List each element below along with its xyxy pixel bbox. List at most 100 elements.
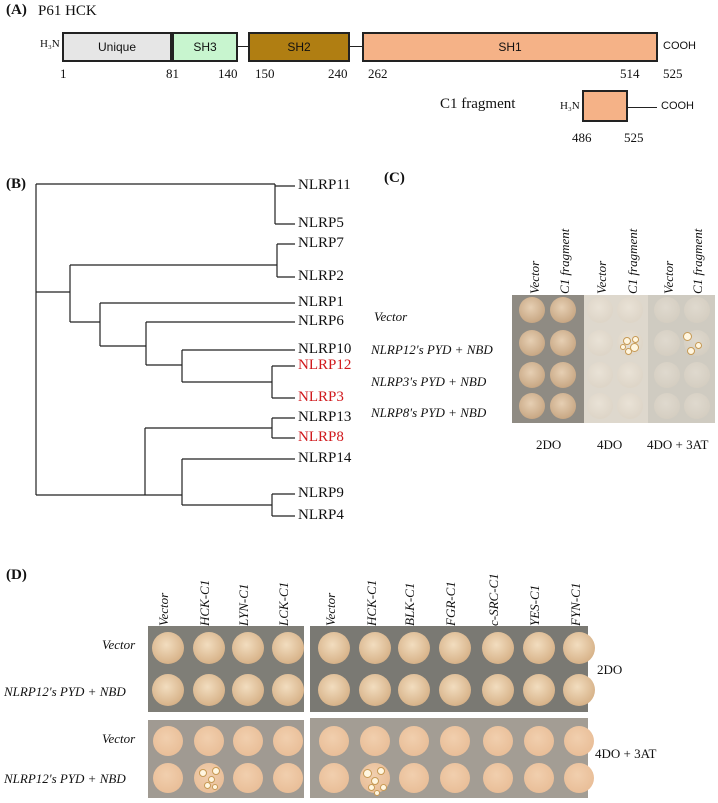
leaf-nlrp10: NLRP10	[298, 341, 352, 357]
yeast-spot	[519, 297, 545, 323]
fragment-nterm: H₃N	[560, 100, 580, 112]
yeast-spot	[617, 393, 643, 419]
yeast-spot	[398, 632, 430, 664]
yeast-spot	[519, 362, 545, 388]
yeast-spot	[617, 362, 643, 388]
panel-d-letter: (D)	[6, 567, 27, 583]
d-row-top-nlrp12: NLRP12's PYD + NBD	[4, 684, 126, 699]
leaf-nlrp6: NLRP6	[298, 313, 344, 329]
yeast-colony	[362, 768, 372, 778]
yeast-spot	[152, 632, 184, 664]
yeast-spot	[398, 674, 430, 706]
yeast-colony	[199, 769, 207, 777]
yeast-spot	[360, 726, 390, 756]
leaf-nlrp11: NLRP11	[298, 177, 351, 193]
yeast-spot	[399, 726, 429, 756]
d-col-left-1: HCK-C1	[197, 579, 212, 626]
pos-240: 240	[328, 66, 348, 81]
d-col-left-2: LYN-C1	[236, 583, 251, 626]
cterm-label: COOH	[663, 40, 696, 52]
c-row-nlrp3: NLRP3's PYD + NBD	[371, 374, 487, 389]
yeast-spot	[523, 674, 555, 706]
leaf-nlrp12: NLRP12	[298, 357, 352, 373]
yeast-colony	[620, 344, 626, 350]
d-row-bottom-nlrp12: NLRP12's PYD + NBD	[4, 771, 126, 786]
yeast-spot	[523, 632, 555, 664]
yeast-colony	[203, 781, 211, 789]
yeast-spot	[684, 393, 710, 419]
pos-1: 1	[60, 66, 67, 81]
leaf-nlrp9: NLRP9	[298, 485, 344, 501]
panel-a-title: P61 HCK	[38, 3, 97, 19]
yeast-spot	[272, 632, 304, 664]
yeast-spot	[272, 674, 304, 706]
yeast-spot	[684, 297, 710, 323]
d-col-right-1: HCK-C1	[364, 579, 379, 626]
yeast-spot	[587, 362, 613, 388]
yeast-spot	[318, 632, 350, 664]
leaf-nlrp2: NLRP2	[298, 268, 344, 284]
nterm-label: H₃N	[40, 38, 60, 50]
yeast-spot	[153, 726, 183, 756]
yeast-spot	[617, 297, 643, 323]
yeast-colony	[623, 337, 631, 345]
leaf-nlrp3: NLRP3	[298, 389, 344, 405]
yeast-spot	[319, 726, 349, 756]
phylogenetic-tree	[35, 183, 295, 517]
yeast-colony	[624, 347, 632, 355]
yeast-spot	[550, 297, 576, 323]
yeast-spot	[587, 297, 613, 323]
leaf-nlrp13: NLRP13	[298, 409, 352, 425]
d-col-right-5: YES-C1	[527, 584, 542, 626]
yeast-spot	[563, 632, 595, 664]
pos-150: 150	[255, 66, 275, 81]
d-cond-4do3at: 4DO + 3AT	[595, 746, 657, 761]
d-col-left-3: LCK-C1	[276, 581, 291, 626]
yeast-spot	[233, 763, 263, 793]
yeast-spot	[519, 330, 545, 356]
yeast-colony	[212, 784, 218, 790]
yeast-spot	[654, 362, 680, 388]
yeast-colony	[207, 775, 215, 783]
c-col-c1-2: C1 fragment	[625, 228, 640, 294]
domain-sh1: SH1	[362, 32, 658, 62]
yeast-spot	[550, 330, 576, 356]
yeast-colony	[631, 335, 639, 343]
pos-81: 81	[166, 66, 179, 81]
yeast-spot	[359, 674, 391, 706]
d-col-right-6: FYN-C1	[568, 582, 583, 626]
c-row-nlrp12: NLRP12's PYD + NBD	[371, 342, 493, 357]
leaf-nlrp5: NLRP5	[298, 215, 344, 231]
leaf-nlrp14: NLRP14	[298, 450, 352, 466]
pos-262: 262	[368, 66, 388, 81]
c-cond-4do3at: 4DO + 3AT	[647, 437, 709, 452]
d-col-right-2: BLK-C1	[402, 582, 417, 626]
c-cond-2do: 2DO	[536, 437, 562, 452]
yeast-spot	[273, 726, 303, 756]
yeast-spot	[564, 763, 594, 793]
yeast-spot	[587, 330, 613, 356]
yeast-spot	[232, 674, 264, 706]
yeast-spot	[482, 632, 514, 664]
yeast-spot	[483, 763, 513, 793]
d-col-right-0: Vector	[323, 592, 338, 626]
fragment-label: C1 fragment	[440, 96, 516, 112]
yeast-spot	[193, 674, 225, 706]
yeast-spot	[153, 763, 183, 793]
yeast-colony	[682, 331, 692, 341]
yeast-colony	[629, 342, 639, 352]
d-col-right-4: c-SRC-C1	[486, 573, 501, 626]
domain-sh1-label: SH1	[498, 40, 522, 54]
fragment-box	[582, 90, 628, 122]
c-row-nlrp8: NLRP8's PYD + NBD	[371, 405, 487, 420]
panel-a-letter: (A)	[6, 2, 27, 18]
yeast-spot	[152, 674, 184, 706]
yeast-spot	[524, 763, 554, 793]
yeast-spot	[359, 632, 391, 664]
yeast-spot	[318, 674, 350, 706]
yeast-spot	[233, 726, 263, 756]
yeast-spot	[273, 763, 303, 793]
pos-514: 514	[620, 66, 640, 81]
yeast-colony	[379, 783, 387, 791]
leaf-nlrp1: NLRP1	[298, 294, 344, 310]
